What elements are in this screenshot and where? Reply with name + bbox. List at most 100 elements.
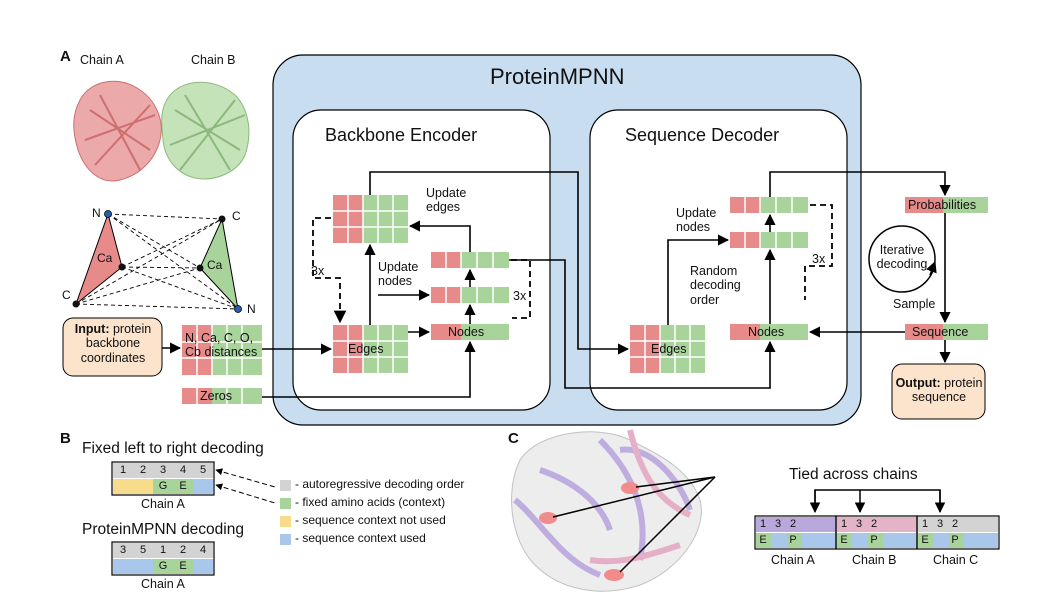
chain-name-label: Chain C	[933, 553, 979, 567]
chain-order-cell: 1	[759, 518, 767, 530]
chain-aa-cell: P	[951, 534, 959, 546]
fixed_order-cell: 4	[179, 464, 187, 476]
feature-grid	[182, 325, 262, 375]
encoder-3x-right: 3x	[513, 289, 527, 303]
pairwise-distances	[75, 213, 239, 310]
input-box	[62, 317, 163, 377]
chain-name-label: Chain B	[852, 553, 897, 567]
zeros-label: Zeros	[200, 389, 232, 403]
fixed_aa-cell	[193, 478, 213, 494]
chain-b-structure	[161, 81, 250, 180]
encoder-title: Backbone Encoder	[325, 125, 478, 145]
mpnn_order-cell: 3	[119, 544, 127, 556]
tied-lines	[552, 476, 946, 573]
mpnn_aa-cell	[133, 558, 153, 574]
atom-n1: N	[92, 206, 101, 220]
chain-order-cell: 1	[840, 518, 848, 530]
decoder-3x: 3x	[812, 252, 826, 266]
chain-order-cell: 1	[921, 518, 929, 530]
chain-b-label: Chain B	[191, 53, 236, 67]
atom-c2: C	[62, 288, 71, 302]
output-box	[891, 363, 986, 420]
encoder-node-bars	[431, 252, 509, 340]
atom-n2: N	[247, 302, 256, 316]
chain-order-cell: 3	[855, 518, 863, 530]
atom-ca1: Ca	[97, 251, 113, 265]
mpnn_order-cell: 4	[199, 544, 207, 556]
fixed_order-cell: 5	[199, 464, 207, 476]
decoder-box	[589, 109, 848, 411]
chain-order-cell: 3	[936, 518, 944, 530]
triangle-chain-a	[74, 212, 123, 306]
chain-order-cell: 2	[789, 518, 797, 530]
chain-aa-cell: P	[789, 534, 797, 546]
decoder-edges-label: Edges	[651, 342, 687, 356]
encoder-top-edges	[333, 195, 408, 243]
sequence-label: Sequence	[912, 325, 969, 339]
model-title: ProteinMPNN	[490, 64, 625, 89]
encoder-edges	[333, 325, 408, 373]
fixed_order-cell: 3	[159, 464, 167, 476]
chain-order-cell: 2	[870, 518, 878, 530]
probabilities-label: Probabilities	[908, 198, 977, 212]
atom-c1: C	[232, 209, 241, 223]
tied-label: Tied across chains	[789, 466, 918, 483]
decoder-title: Sequence Decoder	[625, 125, 780, 145]
chain-aa-cell: E	[921, 534, 929, 546]
legend-item: - sequence context used	[295, 531, 426, 545]
fixed_order-cell: 2	[139, 464, 147, 476]
panel-c-letter: C	[508, 430, 519, 447]
mpnn-decoding-grid	[111, 541, 215, 576]
encoder-3x-left: 3x	[311, 264, 325, 278]
encoder-nodes-label: Nodes	[448, 325, 485, 339]
panel-a-letter: A	[60, 48, 71, 65]
panel-b-letter: B	[60, 430, 71, 447]
encoder-edges-label: Edges	[348, 342, 384, 356]
fixed-chain-label: Chain A	[141, 497, 185, 511]
chain-order-cell: 2	[951, 518, 959, 530]
chain-aa-cell: E	[840, 534, 848, 546]
fixed_aa-cell	[113, 478, 133, 494]
panel-c-structure	[511, 429, 702, 592]
legend-item: - autoregressive decoding order	[295, 477, 465, 491]
chain-aa-cell	[853, 532, 865, 548]
mpnn_aa-cell	[113, 558, 133, 574]
chain-aa-cell: E	[759, 534, 767, 546]
legend-item: - fixed amino acids (context)	[295, 495, 446, 509]
decoder-node-bars	[730, 197, 808, 340]
fixed_aa-cell: E	[179, 480, 187, 492]
chain-aa-cell	[934, 532, 946, 548]
mpnn-chain-label: Chain A	[141, 577, 185, 591]
chain-name-label: Chain A	[771, 553, 815, 567]
mpnn_aa-cell: G	[158, 560, 168, 572]
chain-order-cell: 3	[774, 518, 782, 530]
chain-aa-cell	[772, 532, 784, 548]
legend-item: - sequence context not used	[295, 513, 446, 527]
mpnn_order-cell: 5	[139, 544, 147, 556]
decoder-nodes-label: Nodes	[748, 325, 785, 339]
fixed-title: Fixed left to right decoding	[82, 440, 264, 457]
mpnn-title: ProteinMPNN decoding	[82, 521, 244, 538]
chain-a-structure	[73, 80, 162, 182]
chain-grids	[754, 515, 1000, 550]
fixed-decoding-grid	[111, 461, 215, 496]
mpnn_aa-cell: E	[179, 560, 187, 572]
atom-ca2: Ca	[207, 258, 223, 272]
iterative-decoding-loop	[868, 225, 936, 293]
chain-aa-cell: P	[870, 534, 878, 546]
fixed_order-cell: 1	[119, 464, 127, 476]
feature-label: N, Ca, C, O,Cb distances	[185, 331, 258, 360]
triangle-chain-b	[199, 217, 239, 311]
fixed_aa-cell: G	[158, 480, 168, 492]
decoder-edges	[630, 325, 705, 373]
mpnn_order-cell: 1	[159, 544, 167, 556]
